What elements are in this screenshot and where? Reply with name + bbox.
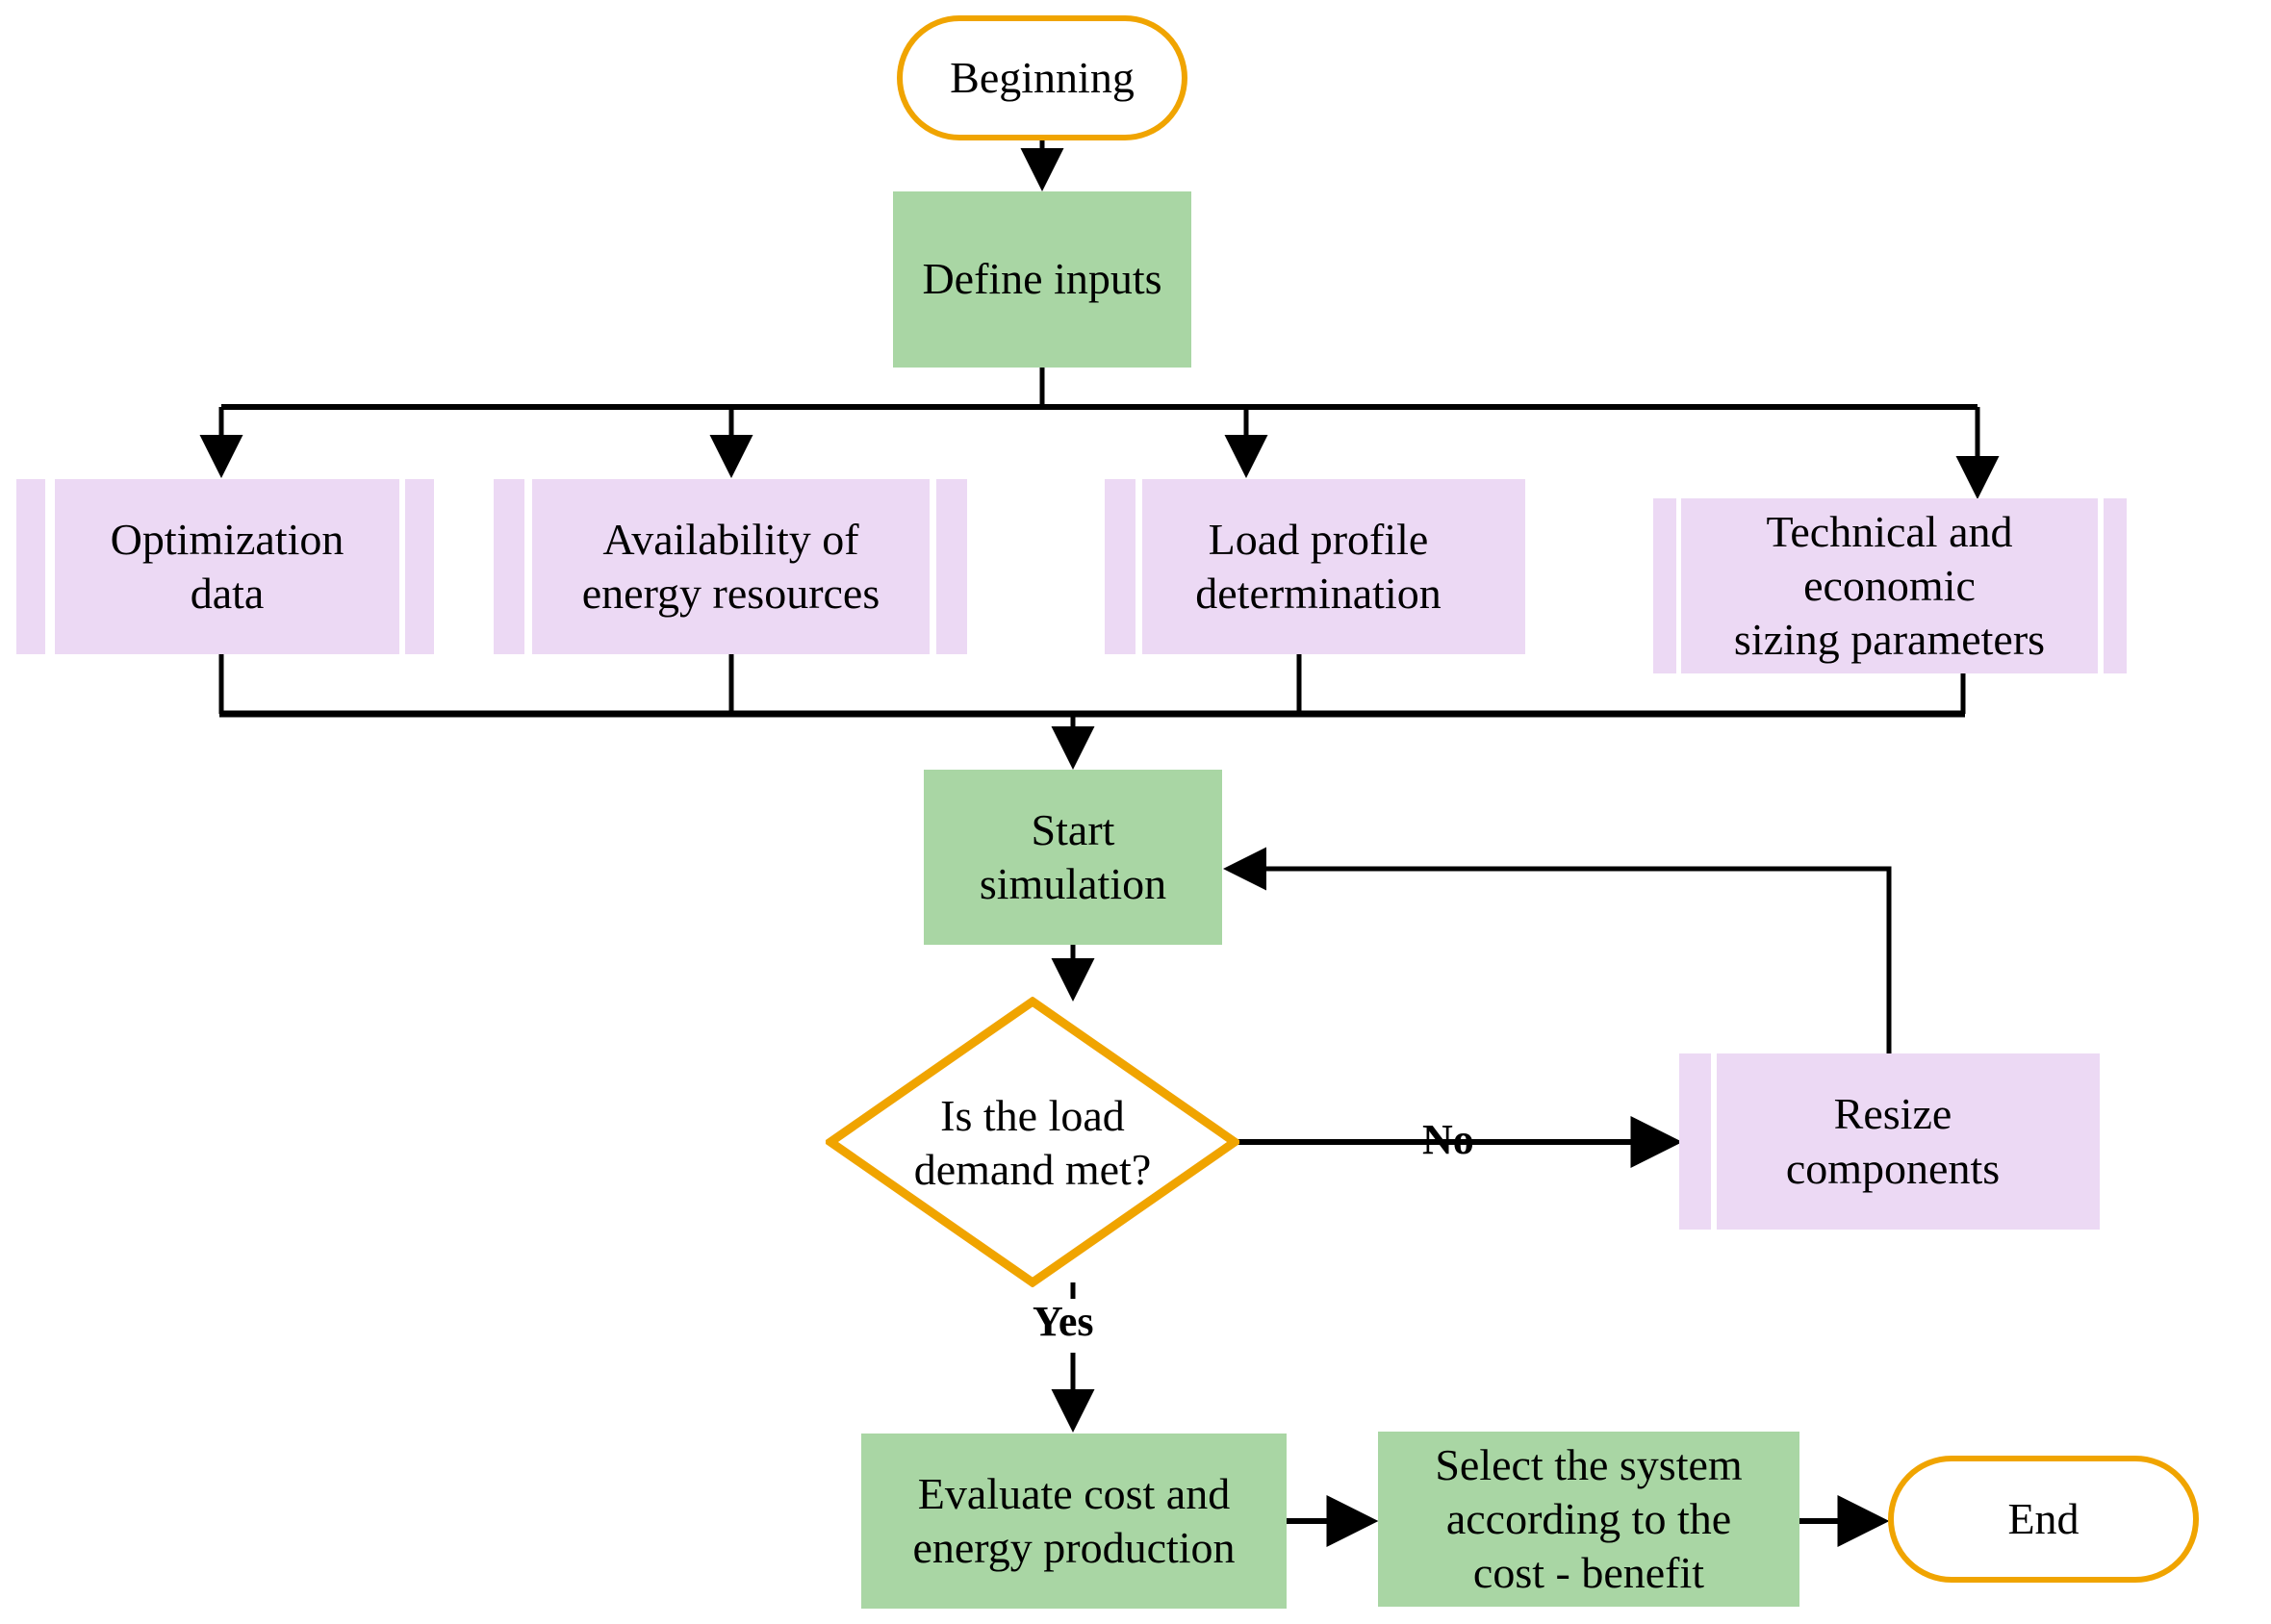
data-right-strip [1494,479,1525,654]
node-sizing-parameters-body: Technical and economic sizing parameters [1681,498,2098,673]
edge-label-no-text: No [1422,1116,1474,1163]
node-decision-label: Is the load demand met? [913,1090,1152,1194]
node-define-inputs[interactable]: Define inputs [893,191,1191,368]
edge-label-no: No [1422,1115,1474,1164]
data-right-strip [2069,1053,2100,1230]
node-decision-is-load-demand-met[interactable] [823,996,1242,1288]
data-left-strip [494,479,524,654]
node-optimization-data[interactable]: Optimization data [16,479,434,654]
node-evaluate-cost-and-energy-production[interactable]: Evaluate cost and energy production [861,1434,1287,1609]
diamond-shape [823,996,1242,1288]
node-resize-components-body: Resize components [1717,1053,2069,1230]
node-resize-components[interactable]: Resize components [1679,1053,2100,1230]
node-beginning[interactable]: Beginning [897,15,1187,140]
edge-label-yes: Yes [1033,1297,1094,1346]
data-right-strip [2104,498,2127,673]
node-load-profile-determination[interactable]: Load profile determination [1105,479,1525,654]
data-left-strip [16,479,45,654]
node-optimization-data-body: Optimization data [55,479,399,654]
node-start-simulation-label: Start simulation [979,804,1167,908]
node-beginning-label: Beginning [950,52,1135,102]
edge-resize-feedback-to-start-simulation [1222,847,1892,1053]
node-end[interactable]: End [1888,1456,2199,1583]
node-start-simulation[interactable]: Start simulation [924,770,1222,945]
node-technical-economic-sizing-parameters[interactable]: Technical and economic sizing parameters [1653,498,2127,673]
data-left-strip [1679,1053,1711,1230]
node-define-inputs-label: Define inputs [922,254,1162,304]
data-right-strip [936,479,967,654]
node-select-system-label: Select the system according to the cost … [1435,1439,1743,1598]
node-resize-components-label: Resize components [1785,1089,2001,1193]
node-load-profile-label: Load profile determination [1195,514,1442,618]
node-select-the-system[interactable]: Select the system according to the cost … [1378,1432,1799,1607]
node-evaluate-cost-label: Evaluate cost and energy production [912,1468,1236,1572]
data-left-strip [1105,479,1136,654]
node-availability-body: Availability of energy resources [532,479,930,654]
node-load-profile-body: Load profile determination [1142,479,1494,654]
node-sizing-parameters-label: Technical and economic sizing parameters [1733,506,2046,665]
data-right-strip [405,479,434,654]
node-availability-of-energy-resources[interactable]: Availability of energy resources [494,479,967,654]
node-optimization-data-label: Optimization data [110,514,344,618]
edge-label-yes-text: Yes [1033,1298,1094,1345]
node-availability-label: Availability of energy resources [581,514,880,618]
node-end-label: End [2007,1493,2080,1543]
data-left-strip [1653,498,1676,673]
node-decision-label-wrap: Is the load demand met? [864,1078,1201,1208]
